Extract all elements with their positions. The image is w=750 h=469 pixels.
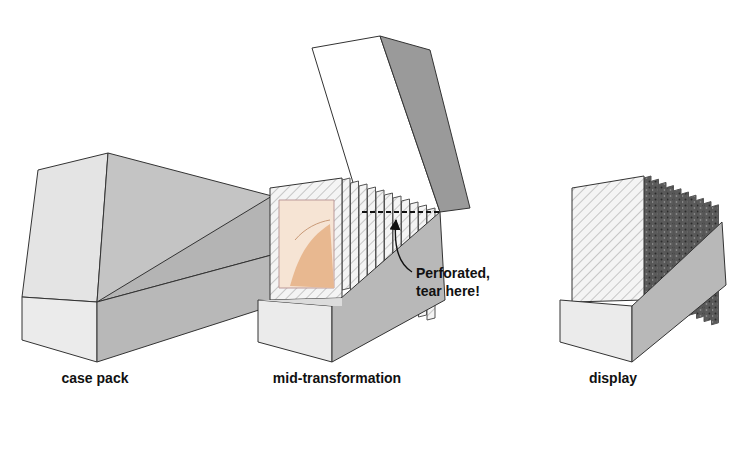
callout-note: Perforated, tear here!	[416, 265, 512, 300]
leader-arrow	[395, 220, 412, 272]
card	[351, 181, 359, 293]
view-caption: display	[589, 370, 637, 388]
display-box	[560, 176, 726, 362]
opened-case-pack	[258, 36, 470, 362]
card	[652, 179, 659, 299]
card	[342, 178, 350, 290]
view-caption: case pack	[62, 370, 129, 388]
perforation-line	[362, 211, 440, 213]
card	[644, 176, 651, 296]
case-pack-box	[22, 153, 290, 362]
view-caption: mid-transformation	[273, 370, 401, 388]
